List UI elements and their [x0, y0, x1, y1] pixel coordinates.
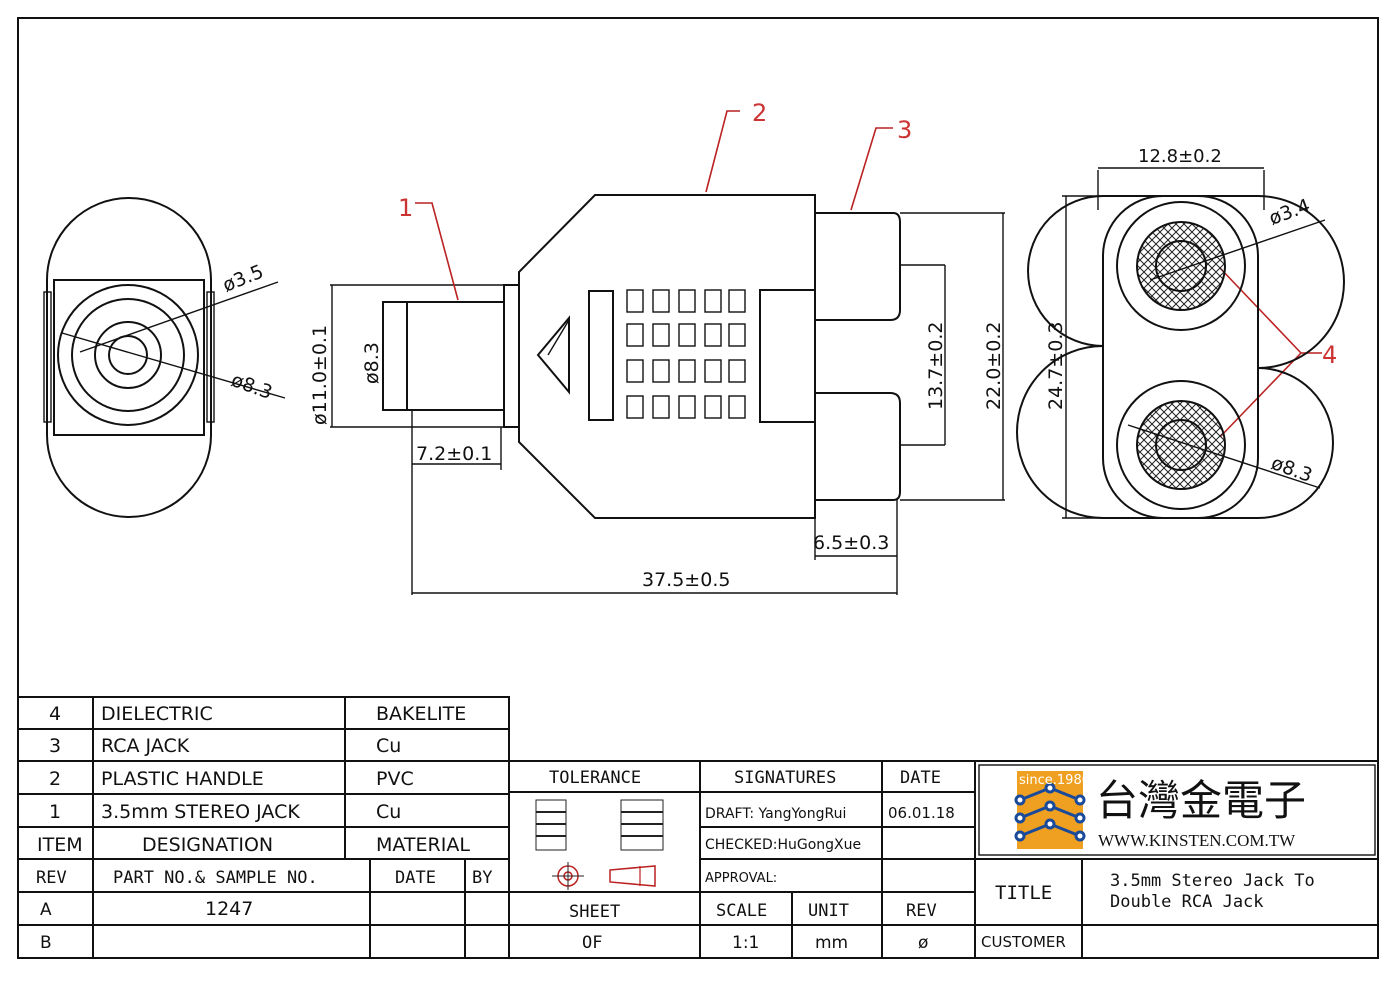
bom-item-3: 3 [49, 735, 61, 757]
bom-material-3: Cu [376, 735, 401, 757]
bom-header-item: ITEM [37, 834, 83, 856]
projection-symbol-icon [552, 862, 656, 890]
title-block [508, 760, 1379, 959]
date-label: DATE [900, 768, 941, 788]
tolerance-label: TOLERANCE [549, 768, 641, 788]
scale-value: 1:1 [732, 933, 759, 953]
bom-material-4: BAKELITE [376, 703, 466, 725]
bom-table [17, 696, 510, 860]
callout-leaders [415, 110, 1322, 438]
rev-row-a: A [40, 900, 52, 920]
bom-designation-3: RCA JACK [101, 735, 190, 757]
approval-label: APPROVAL: [705, 871, 777, 886]
title-line-2: Double RCA Jack [1110, 892, 1264, 912]
dim-body-height: 22.0±0.2 [983, 322, 1005, 410]
dim-rca-length: 6.5±0.3 [813, 532, 889, 554]
unit-value: mm [815, 933, 848, 953]
callout-2: 2 [752, 99, 767, 127]
title-line-1: 3.5mm Stereo Jack To [1110, 871, 1315, 891]
dim-outer-dia: ø11.0±0.1 [309, 325, 331, 425]
bom-header-designation: DESIGNATION [142, 834, 273, 856]
checked-signature: CHECKED:HuGongXue [705, 837, 861, 853]
dim-plug-length: 7.2±0.1 [416, 443, 492, 465]
bom-item-4: 4 [49, 703, 61, 725]
tolerance-table-graphic [535, 799, 664, 851]
logo-company-name: 台灣金電子 [1096, 776, 1306, 825]
rev-label: REV [906, 901, 937, 921]
rev-header-by: BY [472, 868, 492, 888]
bom-header-material: MATERIAL [376, 834, 470, 856]
logo-since: since.1980 [1019, 773, 1090, 788]
center-side-view [330, 194, 1005, 595]
left-end-view [43, 197, 286, 518]
dim-left-d2: ø8.3 [228, 369, 275, 404]
dim-rca-span: 13.7±0.2 [925, 322, 947, 410]
rev-header-rev: REV [36, 868, 67, 888]
rev-header-date: DATE [395, 868, 436, 888]
rev-row-a-part: 1247 [205, 898, 253, 920]
draft-signature: DRAFT: YangYongRui [705, 806, 846, 822]
dim-right-d2: ø8.3 [1268, 452, 1315, 487]
dim-right-height: 24.7±0.3 [1045, 322, 1067, 410]
dim-right-width: 12.8±0.2 [1138, 146, 1222, 167]
dim-inner-dia: ø8.3 [361, 342, 383, 384]
title-label: TITLE [995, 882, 1052, 904]
bom-material-2: PVC [376, 768, 414, 790]
bom-material-1: Cu [376, 801, 401, 823]
bom-item-1: 1 [49, 801, 61, 823]
rev-row-b: B [40, 933, 52, 953]
unit-label: UNIT [808, 901, 849, 921]
draft-date: 06.01.18 [888, 804, 955, 822]
dim-left-d1: ø3.5 [220, 261, 267, 297]
callout-3: 3 [897, 116, 912, 144]
bom-designation-1: 3.5mm STEREO JACK [101, 801, 300, 823]
kinsten-logo [978, 764, 1376, 856]
of-label: OF [582, 933, 602, 953]
rev-value: ø [918, 933, 928, 953]
rev-header-part: PART NO.& SAMPLE NO. [113, 868, 318, 888]
bom-designation-2: PLASTIC HANDLE [101, 768, 264, 790]
right-end-view [1016, 167, 1345, 519]
bom-designation-4: DIELECTRIC [101, 703, 213, 725]
bom-item-2: 2 [49, 768, 61, 790]
callout-4: 4 [1322, 341, 1337, 369]
customer-label: CUSTOMER [981, 933, 1066, 951]
sheet-label: SHEET [569, 902, 620, 922]
signatures-label: SIGNATURES [734, 768, 836, 788]
dim-total-length: 37.5±0.5 [642, 569, 730, 591]
dim-right-d1: ø3.4 [1266, 195, 1313, 230]
callout-1: 1 [398, 194, 413, 222]
scale-label: SCALE [716, 901, 767, 921]
logo-url: WWW.KINSTEN.COM.TW [1098, 831, 1296, 850]
